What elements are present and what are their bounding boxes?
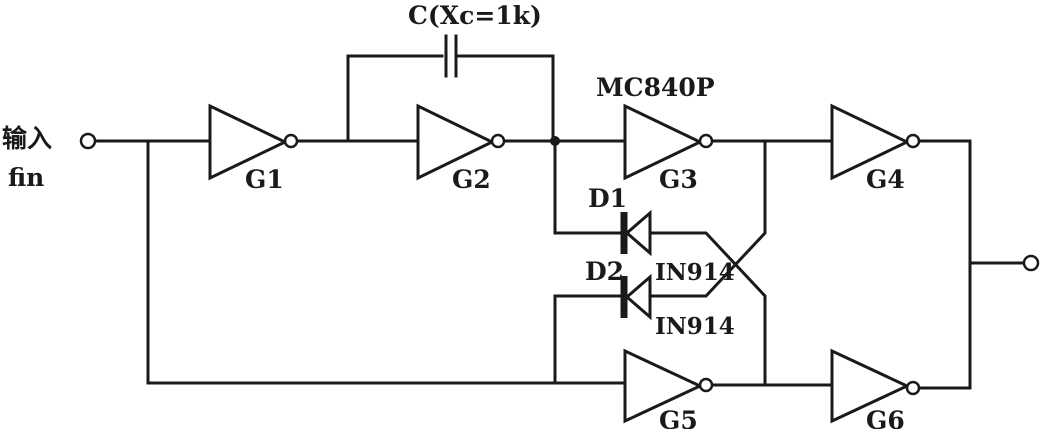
gate-label-g4: G4 xyxy=(866,165,905,194)
gate-label-g1: G1 xyxy=(245,165,284,194)
gate-label-g5: G5 xyxy=(659,406,698,429)
gate-g2 xyxy=(416,103,506,181)
gate-g1 xyxy=(208,103,299,181)
diode-label-d2: D2 xyxy=(585,257,624,286)
wire-d2-cross xyxy=(650,139,767,298)
diode-part-d2: IN914 xyxy=(655,313,735,340)
input-label-en: fin xyxy=(8,163,44,192)
wire-d2-bottom xyxy=(553,294,622,385)
wire-cap-left xyxy=(346,54,444,143)
gate-g5 xyxy=(623,348,714,424)
capacitor xyxy=(444,34,458,78)
wire-cap-right xyxy=(456,54,555,143)
diode-d1 xyxy=(620,209,652,257)
wire-g4-out xyxy=(918,139,972,390)
wire-node-d1 xyxy=(553,139,622,235)
gate-label-g6: G6 xyxy=(866,406,905,429)
input-label-cn: 输入 xyxy=(2,124,52,153)
wires xyxy=(93,54,1027,390)
gate-label-g2: G2 xyxy=(452,165,491,194)
diode-label-d1: D1 xyxy=(588,184,627,213)
gate-g3 xyxy=(623,103,714,181)
wire-d1-cross xyxy=(650,231,767,387)
gate-g4 xyxy=(830,103,921,181)
input-terminal xyxy=(79,132,97,150)
diode-part-d1: IN914 xyxy=(655,259,735,286)
diode-d2 xyxy=(620,273,652,321)
gate-g6 xyxy=(830,348,921,424)
output-terminal xyxy=(1022,254,1040,272)
junction-dot xyxy=(550,136,560,146)
chip-label: MC840P xyxy=(596,73,715,102)
capacitor-label: C(Xc=1k) xyxy=(408,1,542,30)
gate-label-g3: G3 xyxy=(659,165,698,194)
